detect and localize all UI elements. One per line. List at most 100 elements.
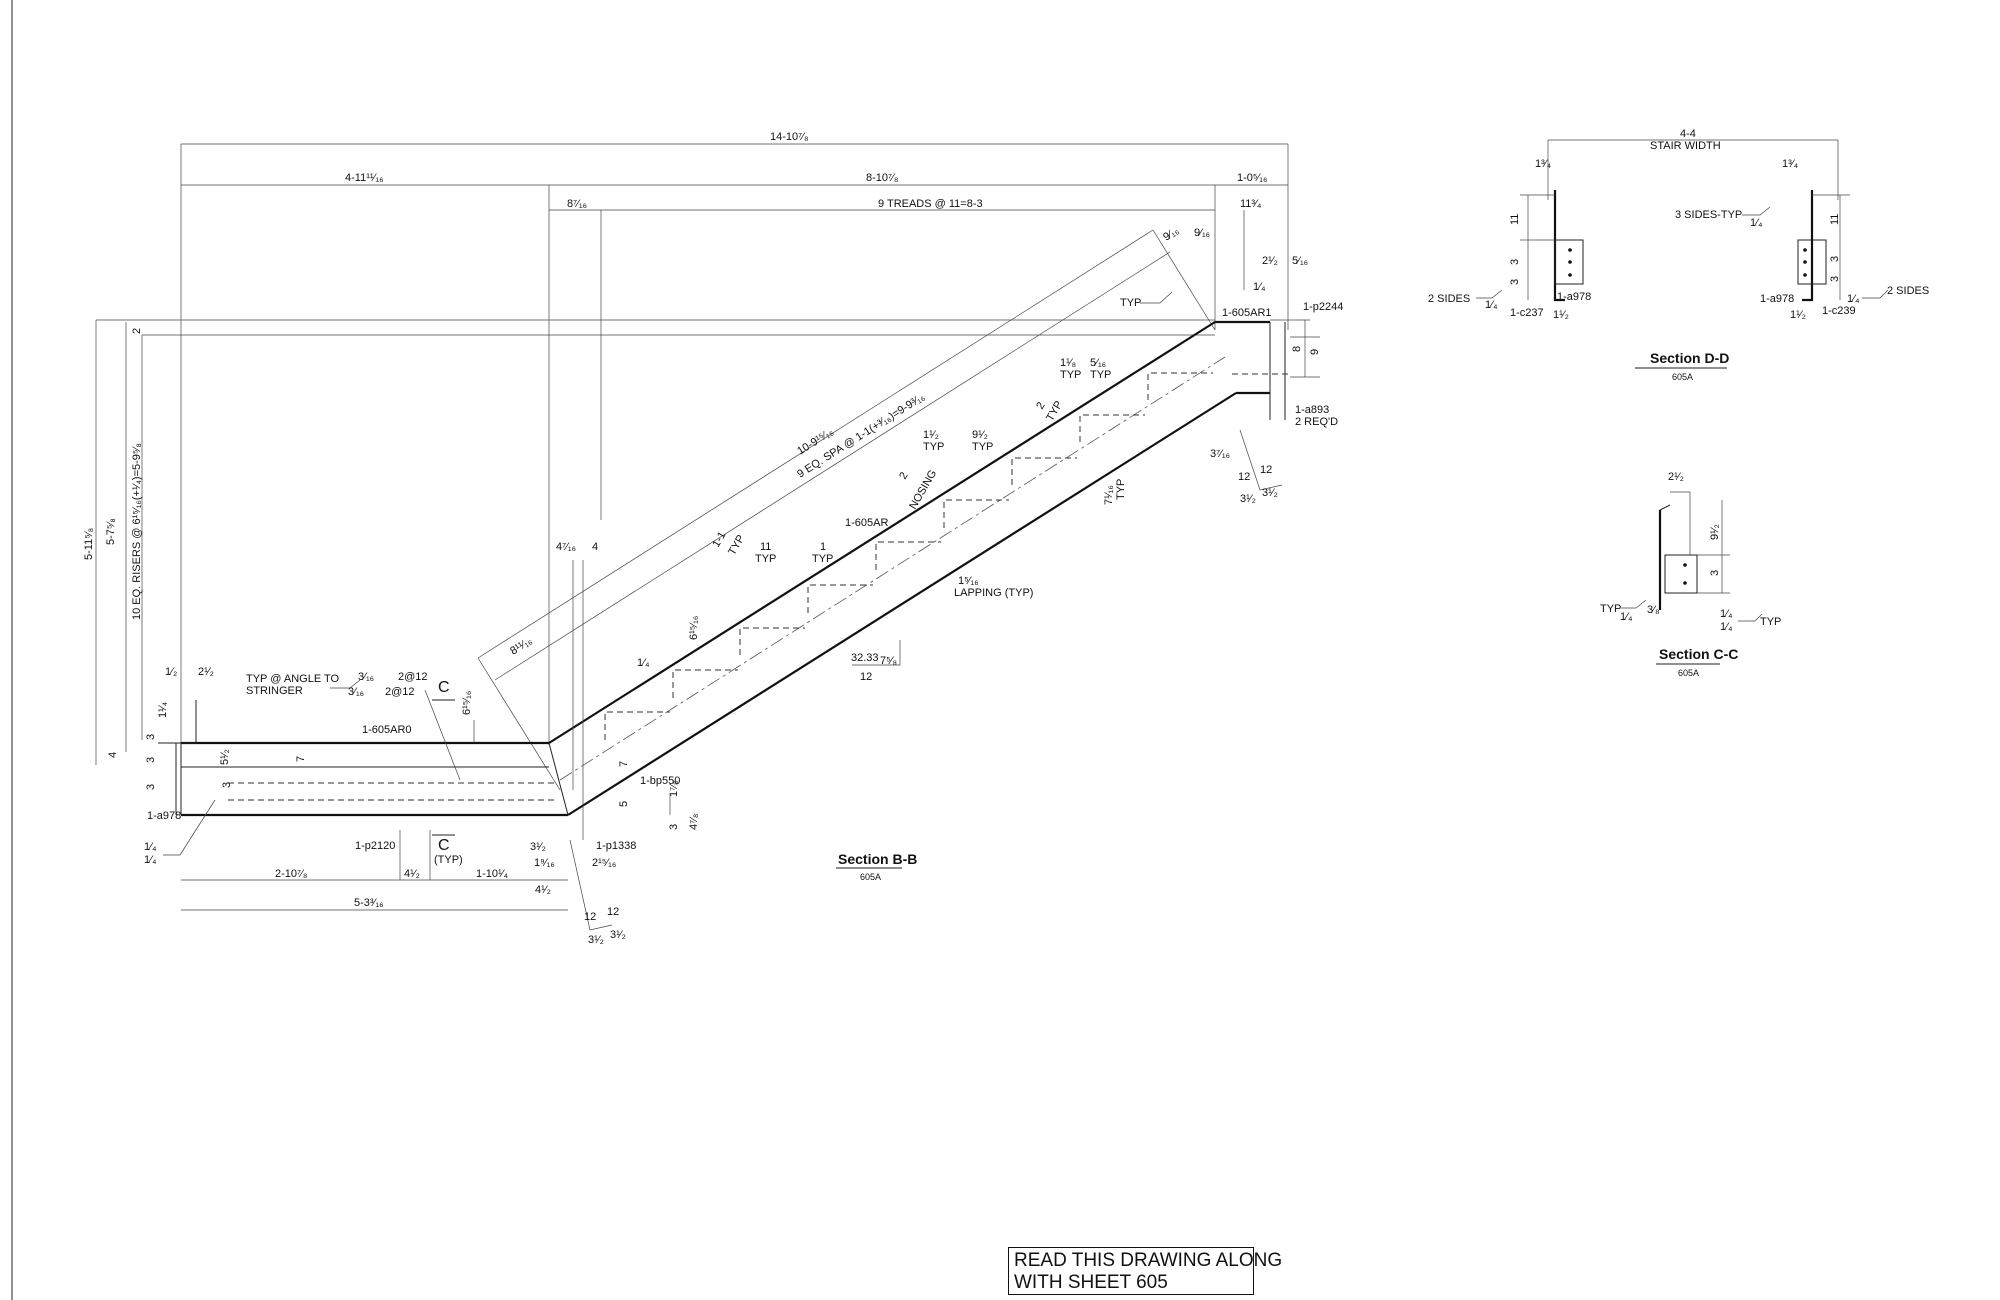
section-bb-ref: 605A: [860, 872, 881, 882]
cc-weld-1-4c: 1⁄₄: [1720, 621, 1733, 633]
dim-7a: 7: [295, 756, 307, 762]
weld-1-4b: 1⁄₄: [637, 657, 650, 669]
dim-7b: 7: [618, 761, 630, 767]
mark-p1338: 1-p1338: [596, 840, 636, 852]
dim-1: 1: [820, 541, 826, 553]
dim-6-15-16: 6¹⁵⁄₁₆: [461, 691, 473, 715]
mark-bp550: 1-bp550: [640, 775, 680, 787]
dim-4-7-16: 4⁷⁄₁₆: [556, 541, 576, 553]
cut-c-upper: C: [438, 679, 450, 696]
cc-dim-3: 3: [1709, 570, 1721, 576]
slope-12: 12: [860, 671, 872, 683]
dim-1-1-8: 1¹⁄₈: [1060, 357, 1076, 369]
dim-4-1-2a: 4¹⁄₂: [404, 868, 420, 880]
nosing-label: NOSING: [907, 468, 939, 512]
dim-3b: 3: [145, 757, 157, 763]
dd-stair-width: STAIR WIDTH: [1650, 140, 1721, 152]
dim-1-1-4: 1¹⁄₄: [157, 701, 169, 718]
mark-2-reqd: 2 REQ'D: [1295, 416, 1338, 428]
dim-12c: 12: [1238, 471, 1250, 483]
dim-1-9-16: 1⁹⁄₁₆: [534, 857, 555, 869]
cc-typ-left: TYP: [1600, 603, 1621, 615]
label-typ-8: TYP: [755, 553, 776, 565]
mark-a978: 1-a978: [147, 810, 181, 822]
dim-3a: 3: [145, 734, 157, 740]
dim-8: 8: [1291, 346, 1303, 352]
dd-2-sides-right: 2 SIDES: [1887, 285, 1929, 297]
dim-3d: 3: [221, 782, 233, 788]
dim-5-1-2: 5¹⁄₂: [219, 749, 231, 765]
mark-p2120: 1-p2120: [355, 840, 395, 852]
dim-5: 5: [618, 801, 630, 807]
dim-1-10-1-4: 1-10¹⁄₄: [476, 868, 509, 880]
dim-12d: 12: [1260, 464, 1272, 476]
dim-1-4-top: 1⁄₄: [1253, 281, 1266, 293]
dim-5-3-16: 5-3³⁄₁₆: [354, 897, 384, 909]
label-typ-angle-2: STRINGER: [246, 685, 303, 697]
section-cc-ref: 605A: [1678, 668, 1699, 678]
weld-3-16b: 3⁄₁₆: [348, 686, 364, 698]
dim-2-typ: 2: [1034, 400, 1047, 411]
dim-8-11-16: 8¹¹⁄₁₆: [508, 635, 534, 658]
tread-outlines: [604, 372, 1213, 740]
dim-7-1-16: 7¹⁄₁₆: [1103, 485, 1115, 505]
label-typ-5: TYP: [1090, 369, 1111, 381]
label-typ-c: (TYP): [434, 854, 463, 866]
cc-weld-1-4b: 1⁄₄: [1720, 608, 1733, 620]
note-line-2: WITH SHEET 605: [1014, 1272, 1168, 1293]
dim-right-run: 1-0⁵⁄₁₆: [1237, 172, 1267, 184]
slope-32-33: 32.33: [851, 652, 879, 664]
dd-a978-right: 1-a978: [1760, 293, 1794, 305]
cc-dim-9-1-2: 9¹⁄₂: [1709, 524, 1721, 540]
dim-9-16a: 9⁄₁₆: [1161, 225, 1181, 244]
dim-1-7-8: 1⁷⁄₈: [668, 781, 680, 798]
dim-9-1-2: 9¹⁄₂: [972, 429, 988, 441]
dim-5-16: 5⁄₁₆: [1292, 255, 1308, 267]
section-bb-title: Section B-B: [838, 851, 917, 867]
dd-dim-3b: 3: [1509, 279, 1521, 285]
section-dd-ref: 605A: [1672, 372, 1693, 382]
cc-weld-1-4a: 1⁄₄: [1620, 611, 1633, 623]
weld-1-4d: 1⁄₄: [144, 854, 157, 866]
dim-3e: 3: [668, 824, 680, 830]
dim-4: 4: [592, 541, 598, 553]
dim-1-1: 1-1: [710, 530, 728, 550]
weld-2-12a: 2@12: [398, 671, 428, 683]
dd-dim-1-1-2a: 1¹⁄₂: [1553, 309, 1569, 321]
dim-11-3-4: 11³⁄₄: [1240, 198, 1262, 210]
dd-dim-3d: 3: [1829, 276, 1841, 282]
dim-1-1-2: 1¹⁄₂: [923, 429, 939, 441]
dim-rise-2: 5-7⁵⁄₈: [105, 518, 117, 545]
dd-c239: 1-c239: [1822, 305, 1856, 317]
dd-dim-1-1-2b: 1¹⁄₂: [1790, 309, 1806, 321]
section-cc: 2¹⁄₂ 9¹⁄₂ 3 TYP 1⁄₄ 3⁄₈ 1⁄₄ 1⁄₄ TYP Sect…: [1600, 471, 1781, 678]
mark-a893: 1-a893: [1295, 404, 1329, 416]
cc-typ-right: TYP: [1760, 616, 1781, 628]
dim-treads: 9 TREADS @ 11=8-3: [878, 198, 983, 210]
dim-12a: 12: [584, 911, 596, 923]
dim-6-15-16b: 6¹⁵⁄₁₆: [688, 616, 700, 640]
dd-dim-3c: 3: [1829, 256, 1841, 262]
dd-weld-1-4a: 1⁄₄: [1485, 299, 1498, 311]
dim-2: 2: [131, 328, 143, 334]
dim-overall: 14-10⁷⁄₈: [770, 131, 809, 143]
note-line-1: READ THIS DRAWING ALONG: [1014, 1250, 1283, 1271]
dim-mid-run: 8-10⁷⁄₈: [866, 172, 898, 184]
dd-a978-left: 1-a978: [1557, 291, 1591, 303]
cut-c-lower: C: [438, 837, 450, 854]
label-typ-1: TYP: [923, 441, 944, 453]
dd-weld-1-4b: 1⁄₄: [1750, 217, 1763, 229]
dim-2-15-16: 2¹⁵⁄₁₆: [592, 857, 616, 869]
dim-rise-total: 5-11⁵⁄₈: [83, 528, 95, 560]
label-lapping: LAPPING (TYP): [954, 587, 1033, 599]
dd-dim-11a: 11: [1509, 214, 1521, 225]
dd-dim-4-4: 4-4: [1680, 128, 1696, 140]
dim-3-1-2: 3¹⁄₂: [530, 841, 546, 853]
dim-8-7-16: 8⁷⁄₁₆: [567, 198, 587, 210]
label-typ-9: TYP: [812, 553, 833, 565]
mark-605AR1: 1-605AR1: [1222, 307, 1272, 319]
section-dd-title: Section D-D: [1650, 350, 1729, 366]
dim-left-run: 4-11¹¹⁄₁₆: [345, 172, 384, 184]
dim-4-1-2b: 4¹⁄₂: [535, 884, 551, 896]
